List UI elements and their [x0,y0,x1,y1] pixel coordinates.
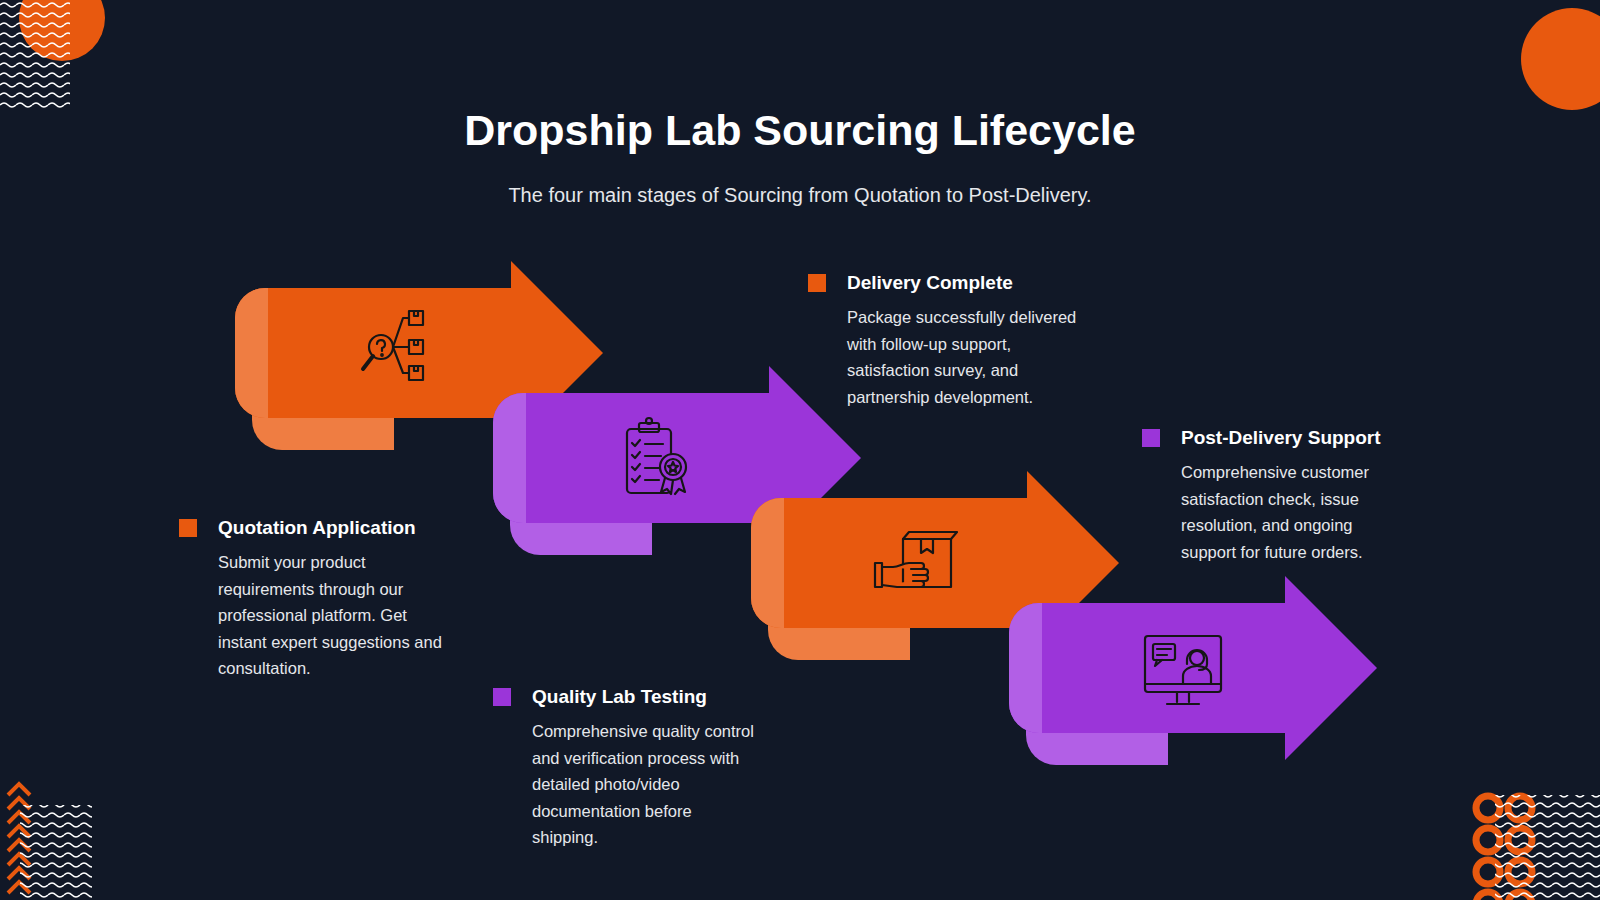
icon-part [875,563,882,587]
arrow-edge [751,498,784,628]
stage-heading: Post-Delivery Support [1181,425,1396,451]
stage-text: Quality Lab TestingComprehensive quality… [493,684,757,851]
icon-part [1190,651,1204,665]
support-monitor-icon [1145,636,1221,704]
icon-part [1155,660,1162,666]
wave-pattern [0,0,70,112]
hand-package-icon [875,532,957,587]
stage-heading: Delivery Complete [847,270,1079,296]
arrow-edge [1009,603,1042,733]
icon-part [393,318,409,373]
bullet-square [808,274,826,292]
ring [1476,860,1500,884]
arrow-shape [1009,575,1377,767]
corner-circle [1521,8,1600,110]
icon-part [627,429,671,493]
arrow-edge [493,393,526,523]
stage-heading: Quotation Application [218,515,443,541]
ring [1508,892,1532,900]
ring [1476,892,1500,900]
diagram-title: Dropship Lab Sourcing Lifecycle [0,104,1600,156]
subtitle-text: The four main stages of Sourcing from Qu… [0,182,1600,208]
stage-description: Comprehensive customer satisfaction chec… [1181,459,1396,565]
icon-part [377,340,385,351]
icon-part [646,418,652,424]
bullet-square [179,519,197,537]
ring-cluster [1476,796,1532,900]
stage-description: Package successfully delivered with foll… [847,304,1079,410]
icon-part [1167,692,1199,704]
wave-pattern [1495,795,1600,900]
icon-part [668,462,678,472]
ring [1508,828,1532,852]
ring [1476,828,1500,852]
search-boxes-icon [363,311,423,380]
wave-pattern [20,805,92,900]
stage-text: Post-Delivery SupportComprehensive custo… [1142,425,1396,565]
icon-part [409,366,423,380]
chevron-stack [8,784,30,893]
icon-part [369,335,393,359]
stage-text: Quotation ApplicationSubmit your product… [179,515,443,682]
icon-part [661,478,685,494]
bullet-square [493,688,511,706]
icon-part [632,440,640,482]
icon-part [1145,683,1221,685]
bullet-square [1142,429,1160,447]
arrow-edge [235,288,268,418]
icon-part [903,539,951,587]
ring [1508,796,1532,820]
stage-heading: Quality Lab Testing [532,684,757,710]
stage-arrow: Post-Delivery SupportComprehensive custo… [1009,575,1377,767]
stage-description: Submit your product requirements through… [218,549,443,682]
icon-part [1157,649,1171,655]
checklist-badge-icon [627,418,686,494]
ring [1508,860,1532,884]
icon-part [363,356,373,369]
icon-part [665,459,681,475]
icon-part [1153,644,1175,660]
icon-part [645,444,663,480]
icon-part [1145,636,1221,692]
stage-description: Comprehensive quality control and verifi… [532,718,757,851]
icon-part [409,311,423,325]
icon-part [639,423,659,432]
icon-part [903,532,957,539]
icon-part [882,563,928,587]
icon-part [409,340,423,354]
icon-part [1183,666,1211,684]
icon-part [414,311,418,371]
stage-text: Delivery CompletePackage successfully de… [808,270,1079,410]
icon-part [921,539,933,553]
corner-circle [19,0,105,61]
icon-part [1187,650,1207,670]
icon-part [381,354,383,356]
icon-part [660,454,686,480]
arrow-body [1009,576,1377,760]
ring [1476,796,1500,820]
